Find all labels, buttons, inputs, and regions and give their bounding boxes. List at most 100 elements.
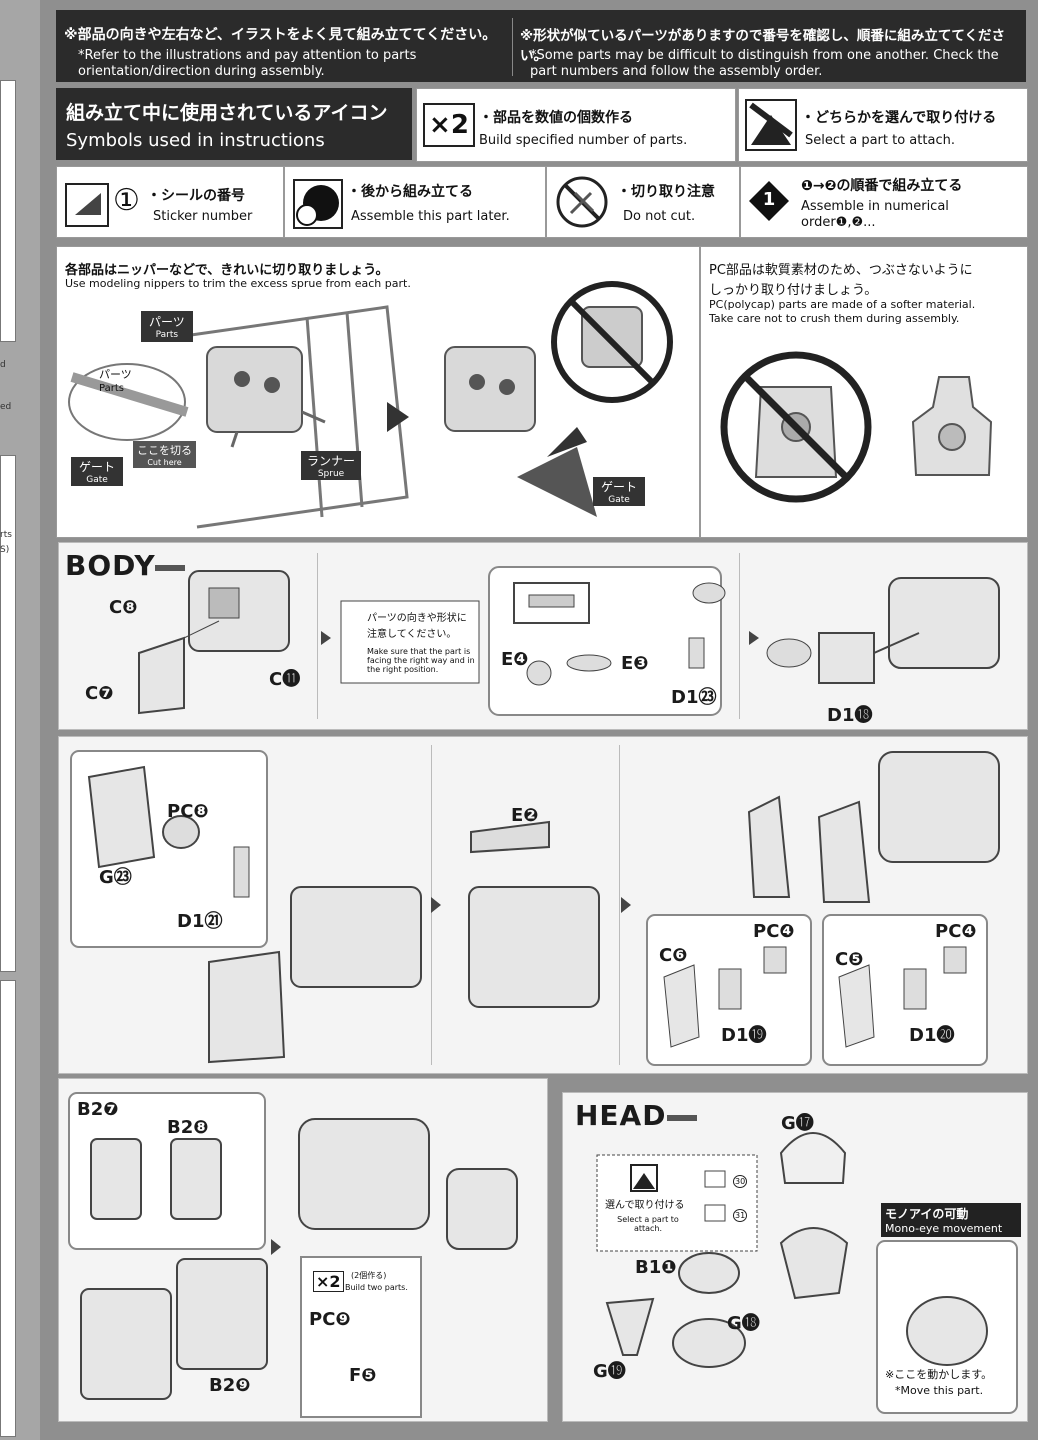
label-g17: G⓱ [781, 1113, 814, 1134]
label-b27: B2❼ [77, 1099, 119, 1120]
body-panel-3: B2❼ B2❽ B2❾ ×2 (2個作る) Build two parts. P… [58, 1078, 548, 1422]
previous-page-edge: d ed rts S) [0, 0, 40, 1440]
left-panel-2 [0, 455, 16, 972]
zoom-parts-jp: パーツ [99, 368, 132, 381]
note-jp-2: 注意してください。 [367, 629, 457, 640]
pc-panel: PC部品は軟質素材のため、つぶさないように しっかり取り付けましょう。 PC(p… [700, 246, 1028, 538]
order-en: Assemble in numerical order❶,❷... [801, 199, 949, 230]
label-e4: E❹ [501, 649, 529, 670]
zoom-parts-en: Parts [99, 383, 124, 394]
later-en: Assemble this part later. [351, 209, 510, 224]
left-panel-3 [0, 980, 16, 1437]
label-g23: G㉓ [99, 867, 132, 888]
notice-left-jp: ※部品の向きや左右など、イラストをよく見て組み立ててください。 [64, 27, 497, 43]
label-d120: D1⓴ [909, 1025, 955, 1046]
select-label-jp: 選んで取り付ける [605, 1200, 685, 1211]
notice-divider [512, 18, 513, 76]
label-c5: C❺ [835, 949, 864, 970]
cut-here-tag: ここを切る Cut here [133, 441, 196, 468]
step-divider-1 [317, 553, 318, 719]
nocut-jp: ・切り取り注意 [617, 184, 715, 200]
sticker-jp: ・シールの番号 [147, 188, 245, 204]
select-icon [745, 99, 797, 151]
label-b28: B2❽ [167, 1117, 209, 1138]
label-pc4a: PC❹ [753, 921, 795, 942]
label-g18: G⓲ [727, 1313, 760, 1334]
x2-icon: ×2 [423, 103, 475, 147]
parts-tag-en: Parts [155, 330, 179, 340]
symbol-sticker: ① ・シールの番号 Sticker number [56, 166, 284, 238]
symbol-order: 1 ❶→❷の順番で組み立てる Assemble in numerical ord… [740, 166, 1028, 238]
label-c7: C❼ [85, 683, 114, 704]
nipper-jp: 各部品はニッパーなどで、きれいに切り取りましょう。 [65, 263, 389, 278]
notice-left-en: *Refer to the illustrations and pay atte… [78, 48, 417, 79]
step-divider-2 [739, 553, 740, 719]
gate2-tag-jp: ゲート [601, 480, 638, 494]
select-label-en: Select a part to attach. [617, 1215, 679, 1233]
label-g19: G⓳ [593, 1361, 626, 1382]
label-d119: D1⓳ [721, 1025, 767, 1046]
x2-mark: ×2 [313, 1271, 344, 1292]
notice-bar: ※部品の向きや左右など、イラストをよく見て組み立ててください。 *Refer t… [56, 10, 1026, 82]
runner-tag-en: Sprue [317, 469, 345, 479]
gate-tag-en: Gate [86, 475, 108, 485]
label-b11: B1❶ [635, 1257, 677, 1278]
sticker-31: 31 [733, 1209, 748, 1222]
label-d121: D1㉑ [177, 911, 223, 932]
left-text-2: ed [0, 402, 12, 412]
symbols-title-jp: 組み立て中に使用されているアイコン [66, 102, 388, 124]
pc-en-2: Take care not to crush them during assem… [709, 312, 960, 325]
body-step3-illustration [68, 1092, 518, 1418]
gate-tag-jp: ゲート [79, 460, 116, 474]
cut-here-en: Cut here [147, 458, 182, 467]
body-step1-illustration [138, 566, 1000, 716]
order-jp: ❶→❷の順番で組み立てる [801, 178, 963, 194]
label-c6: C❻ [659, 945, 688, 966]
sticker-en: Sticker number [153, 209, 253, 224]
symbols-title-box: 組み立て中に使用されているアイコン Symbols used in instru… [56, 88, 412, 160]
sticker-icon [65, 183, 109, 227]
parts-tag-jp: パーツ [149, 315, 185, 329]
note-en: Make sure that the part is facing the ri… [367, 647, 475, 674]
label-c8: C❽ [109, 597, 138, 618]
note-jp-1: パーツの向きや形状に [367, 613, 467, 624]
gate2-tag: ゲート Gate [593, 477, 646, 506]
nipper-panel: 各部品はニッパーなどで、きれいに切り取りましょう。 Use modeling n… [56, 246, 700, 538]
left-text-1: d [0, 360, 6, 370]
select-jp: ・どちらかを選んで取り付ける [801, 110, 997, 126]
symbol-later: ・後から組み立てる Assemble this part later. [284, 166, 546, 238]
head-title-flag [667, 1115, 697, 1121]
head-panel: HEAD G⓱ 選んで取り付ける Select a part to attach… [562, 1092, 1028, 1422]
head-title: HEAD [575, 1099, 667, 1132]
order-icon-number: 1 [762, 189, 776, 210]
symbol-nocut: ・切り取り注意 Do not cut. [546, 166, 740, 238]
gate-tag: ゲート Gate [71, 457, 124, 486]
select-en: Select a part to attach. [805, 133, 955, 148]
label-pc8: PC❽ [167, 801, 209, 822]
sticker-number: ① [113, 183, 140, 218]
notice-right-jp: ※形状が似ているパーツがありますので番号を確認し、順番に組み立ててください。 [520, 28, 1005, 64]
sticker-30: 30 [733, 1175, 748, 1188]
mono-eye-tag: モノアイの可動 Mono-eye movement [881, 1203, 1021, 1237]
move-part-en: *Move this part. [895, 1384, 984, 1397]
move-part-jp: ※ここを動かします。 [885, 1368, 993, 1381]
nipper-en: Use modeling nippers to trim the excess … [65, 277, 411, 290]
gate2-tag-en: Gate [608, 495, 630, 505]
parts-tag: パーツ Parts [141, 311, 193, 342]
symbol-x2: ×2 ・部品を数値の個数作る Build specified number of… [416, 88, 736, 162]
step-divider-4 [619, 745, 620, 1065]
symbols-title-en: Symbols used in instructions [66, 130, 325, 151]
polycap-illustration [720, 351, 993, 503]
cut-here-jp: ここを切る [137, 444, 192, 457]
left-text-3: rts [0, 530, 12, 540]
x2-mark-en: Build two parts. [345, 1283, 408, 1292]
x2-jp: ・部品を数値の個数作る [479, 110, 633, 126]
sprue-illustration [68, 281, 673, 529]
nocut-en: Do not cut. [623, 209, 696, 224]
later-jp: ・後から組み立てる [347, 184, 473, 200]
left-text-4: S) [0, 545, 10, 555]
nocut-icon [555, 175, 609, 229]
body-panel-1: BODY C❽ C❼ C⓫ パーツの向きや形状に 注意してください。 Make … [58, 542, 1028, 730]
notice-right-en: *Some parts may be difficult to distingu… [530, 48, 999, 79]
label-e3: E❸ [621, 653, 649, 674]
